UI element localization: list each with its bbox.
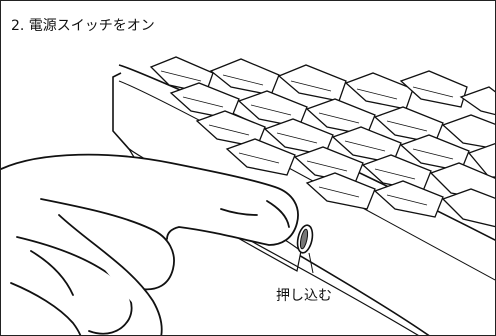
callout-line [308,252,314,274]
fingernail [266,200,290,228]
hand [1,153,299,335]
keycap-highlights [160,70,454,206]
palm-crease [30,250,74,296]
power-switch [296,224,314,254]
step-title: 2. 電源スイッチをオン [11,18,155,34]
finger-crease [220,208,258,216]
pinky-finger [10,282,82,335]
index-finger [1,153,299,246]
thumb [58,214,163,335]
keycaps [149,56,495,228]
press-callout-label: 押し込む [276,288,332,304]
